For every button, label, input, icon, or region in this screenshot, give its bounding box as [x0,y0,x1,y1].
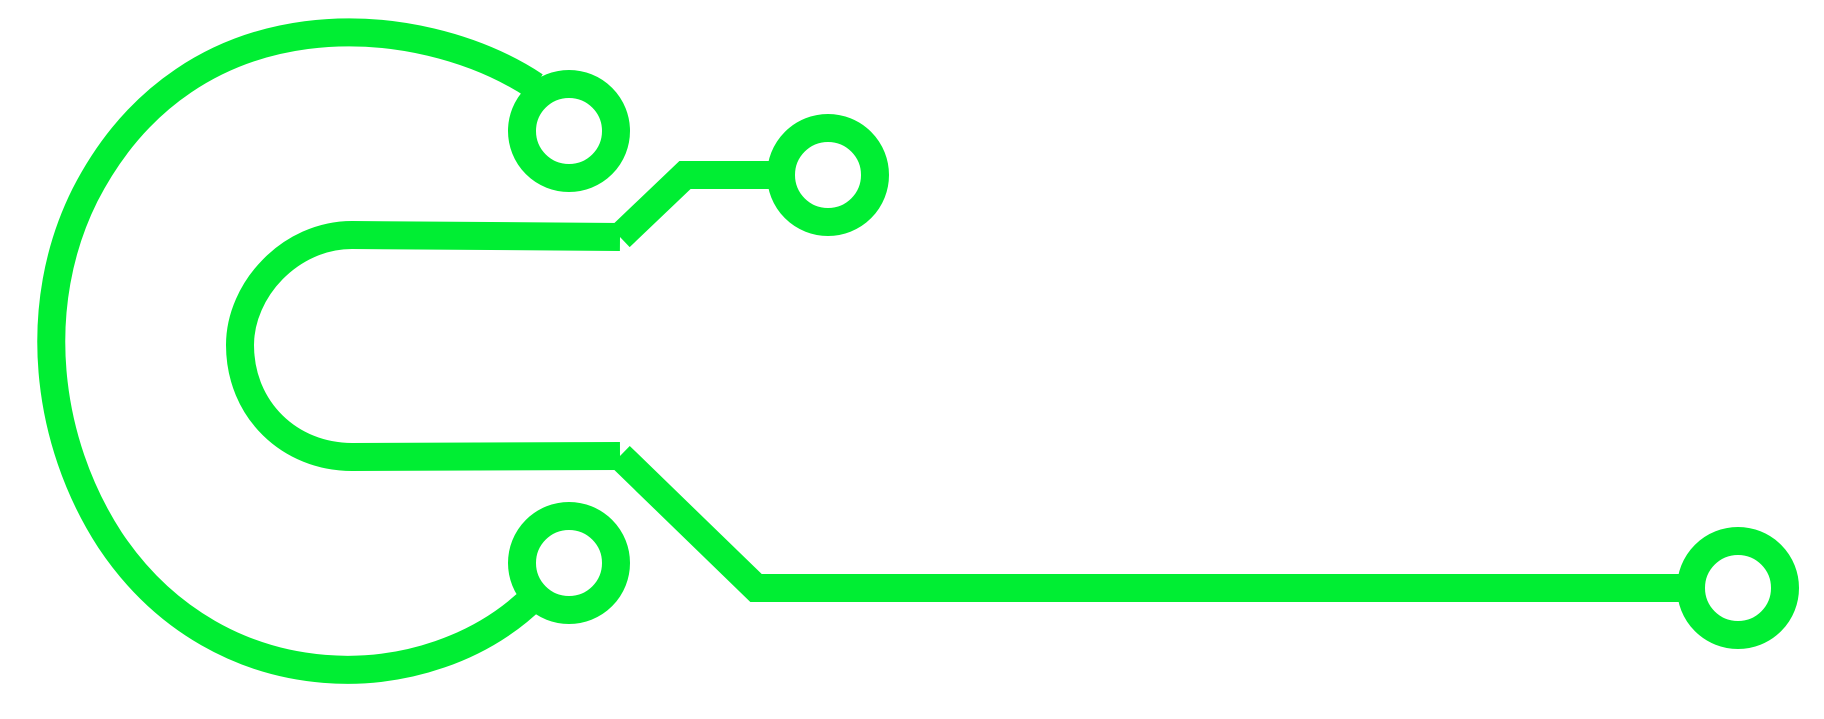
pad-right [1677,527,1799,649]
upper-branch-trace [610,161,776,248]
pad-bottom-left [508,502,630,624]
lower-long-trace [610,445,1684,602]
inner-c-trace [225,220,621,472]
outer-arc-trace [37,18,545,684]
pad-mid [767,114,889,236]
pad-top-left [508,70,630,192]
